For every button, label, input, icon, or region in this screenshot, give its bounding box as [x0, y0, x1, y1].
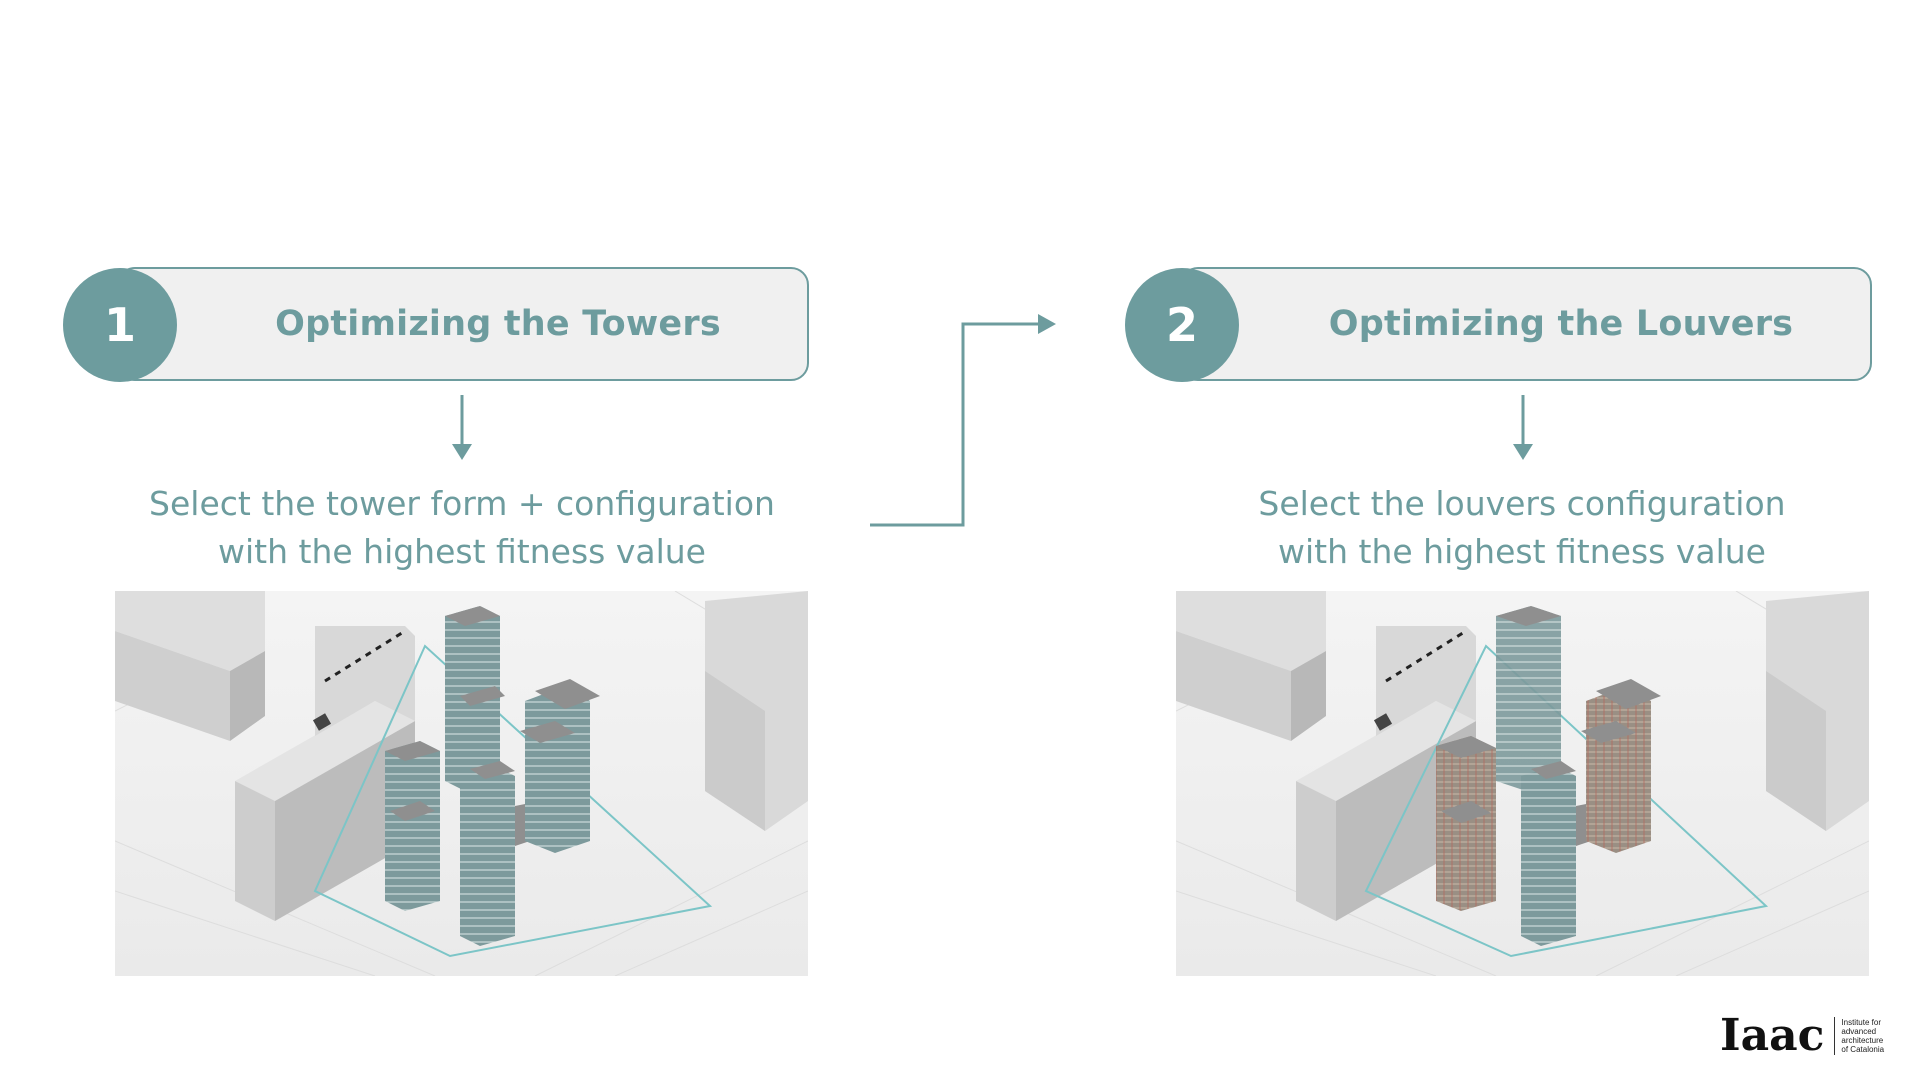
logo-text-line-4: of Catalonia	[1841, 1045, 1885, 1054]
step-2-number-badge: 2	[1125, 268, 1239, 382]
step-1-description: Select the tower form + configuration wi…	[112, 480, 812, 576]
iaac-logo: Iaac Institute for advanced architecture…	[1720, 1010, 1900, 1061]
step-connector-arrow	[870, 314, 1056, 527]
step-1-title: Optimizing the Towers	[275, 304, 721, 344]
step-1-header: Optimizing the Towers	[117, 267, 809, 381]
step-1-number-badge: 1	[63, 268, 177, 382]
step-2-header: Optimizing the Louvers	[1180, 267, 1872, 381]
step-2-image	[1175, 590, 1870, 977]
step-2-description-line-1: Select the louvers configuration	[1258, 484, 1786, 523]
step-1-down-arrow	[452, 395, 472, 460]
step-2-down-arrow	[1513, 395, 1533, 460]
step-2-description: Select the louvers configuration with th…	[1172, 480, 1872, 576]
iaac-logo-mark: Iaac	[1720, 1010, 1825, 1061]
step-1-description-line-1: Select the tower form + configuration	[149, 484, 775, 523]
logo-divider	[1834, 1017, 1836, 1055]
iaac-logo-text: Institute for advanced architecture of C…	[1841, 1018, 1884, 1054]
step-2-title: Optimizing the Louvers	[1328, 304, 1794, 344]
step-1-image	[114, 590, 809, 977]
logo-text-line-1: Institute for	[1841, 1018, 1881, 1027]
logo-text-line-2: advanced	[1841, 1027, 1877, 1036]
step-1-description-line-2: with the highest fitness value	[218, 532, 706, 571]
step-2-description-line-2: with the highest fitness value	[1278, 532, 1766, 571]
logo-text-line-3: architecture	[1841, 1036, 1884, 1045]
